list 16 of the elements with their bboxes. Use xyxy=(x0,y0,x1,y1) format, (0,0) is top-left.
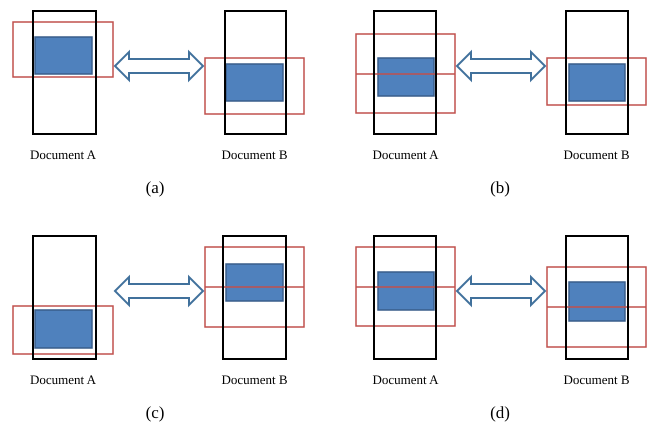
document-caption: Document A xyxy=(28,372,98,388)
double-arrow xyxy=(456,50,546,82)
double-arrow xyxy=(456,274,546,308)
panel-label: (a) xyxy=(144,178,166,198)
document-caption: Document B xyxy=(562,147,631,163)
document-caption: Document A xyxy=(28,147,98,163)
document-caption: Document A xyxy=(371,372,440,388)
panel-label: (d) xyxy=(489,403,511,423)
panel-label: (c) xyxy=(144,403,166,423)
document-caption: Document B xyxy=(220,372,289,388)
document-caption: Document B xyxy=(220,147,289,163)
panel-label: (b) xyxy=(489,178,511,198)
double-arrow xyxy=(114,274,204,308)
document-caption: Document B xyxy=(562,372,631,388)
document-caption: Document A xyxy=(371,147,440,163)
double-arrow xyxy=(114,50,204,82)
